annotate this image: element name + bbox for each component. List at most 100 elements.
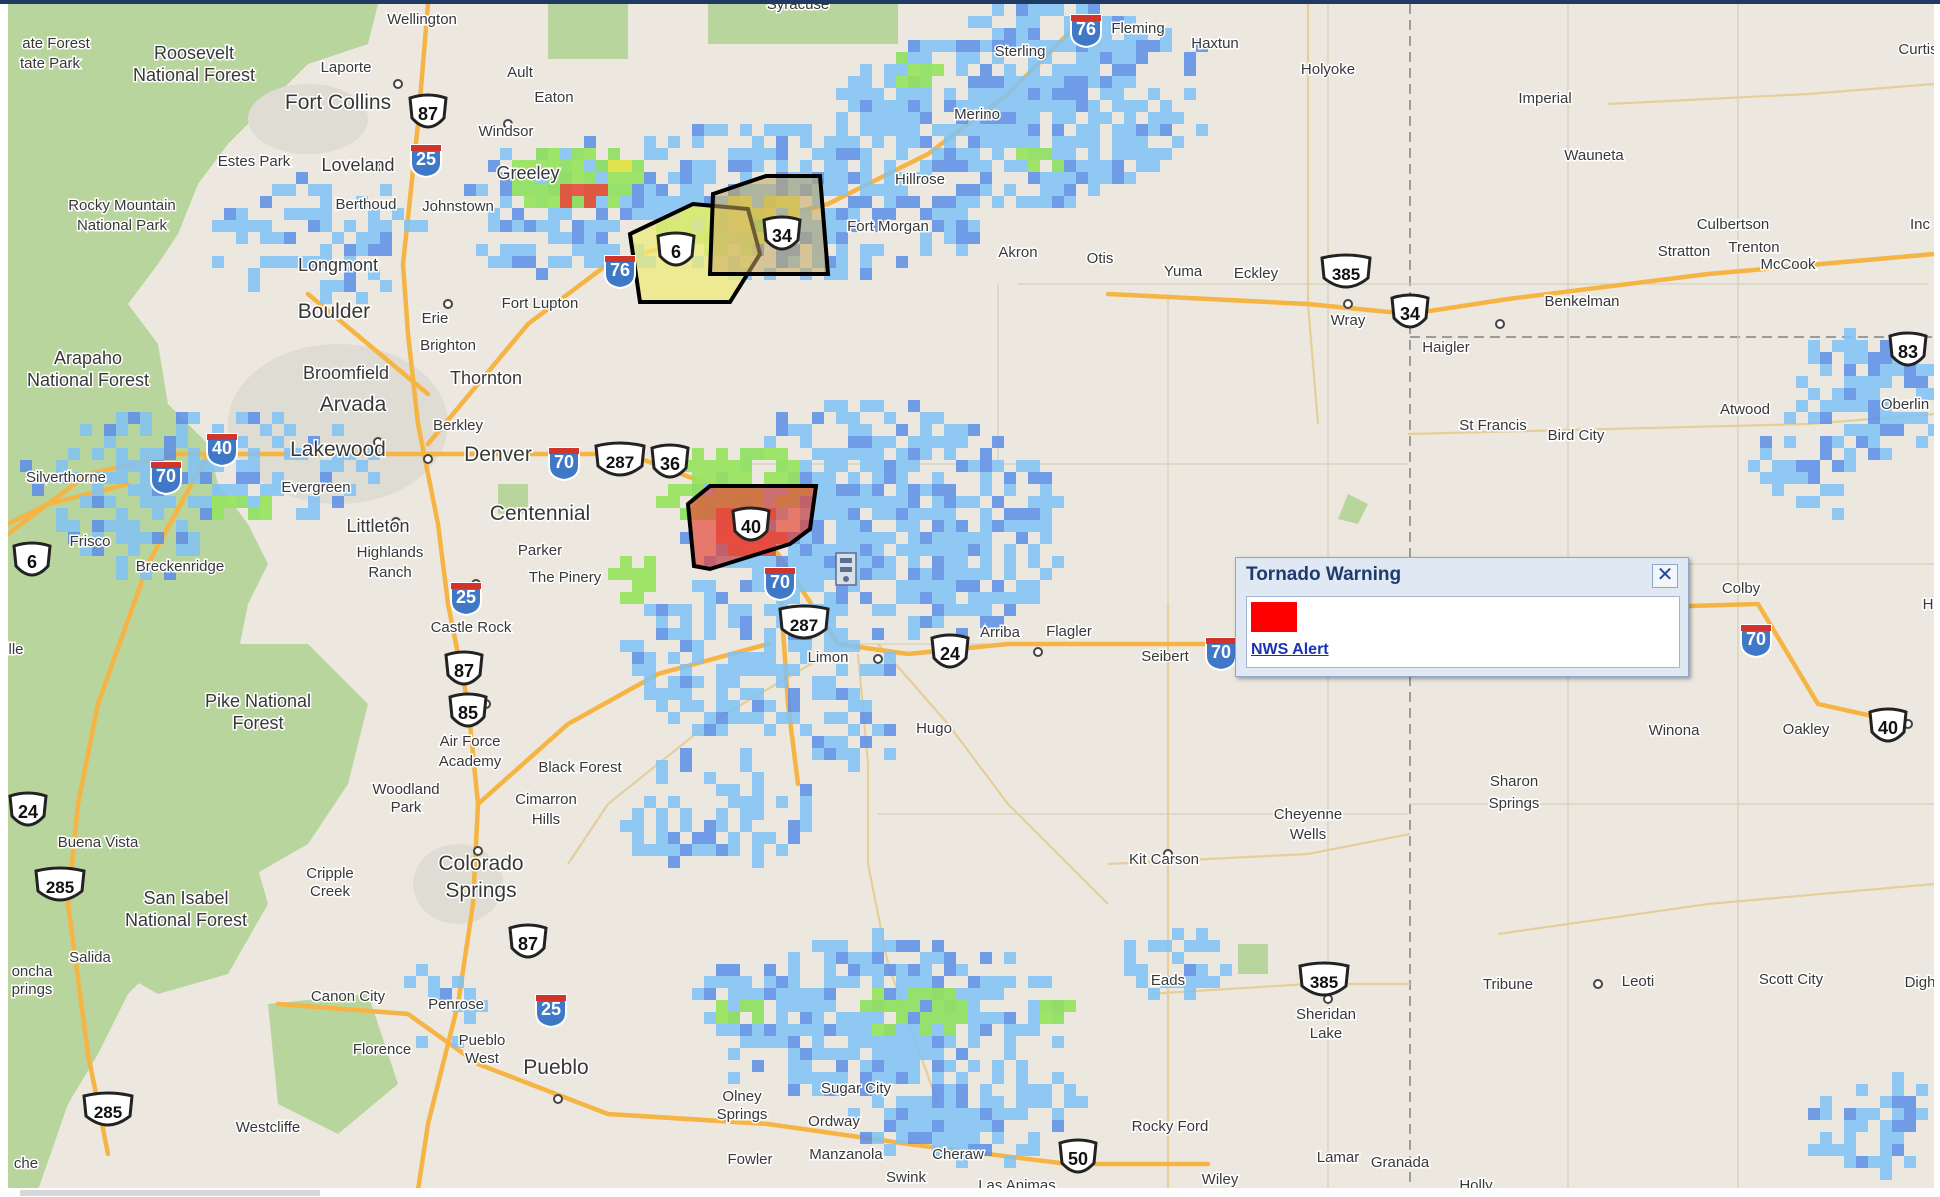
radar-cell (560, 172, 572, 184)
radar-cell (872, 1084, 884, 1096)
radar-cell (860, 148, 872, 160)
radar-cell (368, 220, 380, 232)
radar-cell (980, 1084, 992, 1096)
radar-cell (920, 976, 932, 988)
radar-cell (320, 256, 332, 268)
nws-alert-link[interactable]: NWS Alert (1251, 641, 1329, 658)
radar-cell (608, 196, 620, 208)
radar-cell (788, 1024, 800, 1036)
radar-cell (968, 124, 980, 136)
radar-cell (1808, 1108, 1820, 1120)
radar-cell (944, 1144, 956, 1156)
radar-cell (968, 1060, 980, 1072)
place-label: Syracuse (767, 4, 830, 13)
radar-cell (752, 700, 764, 712)
radar-cell (944, 160, 956, 172)
radar-cell (860, 460, 872, 472)
radar-cell (992, 520, 1004, 532)
radar-cell (956, 184, 968, 196)
place-label: Canon City (311, 988, 386, 1005)
radar-cell (956, 196, 968, 208)
radar-cell (824, 964, 836, 976)
radar-cell (1184, 976, 1196, 988)
radar-cell (920, 88, 932, 100)
city-dot (1343, 299, 1353, 309)
radar-cell (608, 220, 620, 232)
radar-cell (608, 244, 620, 256)
radar-cell (932, 412, 944, 424)
radar-cell (932, 1012, 944, 1024)
radar-cell (1844, 448, 1856, 460)
radar-cell (788, 1084, 800, 1096)
radar-cell (1124, 148, 1136, 160)
radar-cell (320, 460, 332, 472)
radar-cell (932, 592, 944, 604)
radar-cell (368, 244, 380, 256)
forest-area (268, 994, 398, 1134)
radar-cell (980, 484, 992, 496)
radar-cell (848, 1108, 860, 1120)
radar-cell (860, 64, 872, 76)
radar-cell (512, 244, 524, 256)
highway-shield-us: 285 (82, 1091, 134, 1127)
radar-cell (344, 280, 356, 292)
radar-cell (788, 976, 800, 988)
radar-cell (908, 460, 920, 472)
radar-station-icon[interactable] (835, 552, 857, 586)
place-label: Johnstown (422, 198, 494, 215)
radar-cell (512, 172, 524, 184)
radar-cell (272, 436, 284, 448)
place-label: Rocky Mountain (68, 197, 176, 214)
radar-cell (824, 1024, 836, 1036)
radar-cell (1196, 928, 1208, 940)
radar-cell (908, 1132, 920, 1144)
radar-cell (248, 472, 260, 484)
radar-cell (956, 1084, 968, 1096)
highway-shield-us: 385 (1320, 253, 1372, 289)
radar-cell (596, 160, 608, 172)
radar-cell (1124, 952, 1136, 964)
radar-cell (596, 244, 608, 256)
radar-cell (956, 1048, 968, 1060)
radar-cell (836, 664, 848, 676)
radar-cell (284, 448, 296, 460)
radar-cell (920, 1036, 932, 1048)
radar-cell (548, 232, 560, 244)
radar-cell (1892, 1108, 1904, 1120)
radar-cell (632, 820, 644, 832)
radar-cell (1028, 580, 1040, 592)
radar-cell (1124, 172, 1136, 184)
radar-cell (848, 208, 860, 220)
radar-cell (1100, 76, 1112, 88)
radar-cell (1028, 472, 1040, 484)
radar-cell (932, 1036, 944, 1048)
radar-cell (764, 628, 776, 640)
radar-cell (692, 724, 704, 736)
radar-cell (812, 580, 824, 592)
radar-cell (1016, 592, 1028, 604)
radar-cell (968, 160, 980, 172)
radar-cell (1844, 388, 1856, 400)
close-icon[interactable]: ✕ (1652, 564, 1678, 588)
radar-cell (680, 484, 692, 496)
place-label: Eads (1151, 972, 1185, 989)
radar-cell (176, 532, 188, 544)
radar-cell (944, 436, 956, 448)
radar-cell (1808, 340, 1820, 352)
place-label: Park (391, 799, 422, 816)
radar-cell (236, 484, 248, 496)
place-label: Eaton (534, 89, 573, 106)
place-label: Digh (1905, 974, 1934, 991)
radar-cell (632, 184, 644, 196)
radar-cell (1844, 1108, 1856, 1120)
radar-cell (872, 544, 884, 556)
radar-cell (752, 580, 764, 592)
radar-cell (1124, 64, 1136, 76)
radar-cell (776, 1012, 788, 1024)
radar-cell (860, 76, 872, 88)
radar-cell (896, 580, 908, 592)
place-label: Woodland (372, 781, 439, 798)
radar-cell (776, 136, 788, 148)
